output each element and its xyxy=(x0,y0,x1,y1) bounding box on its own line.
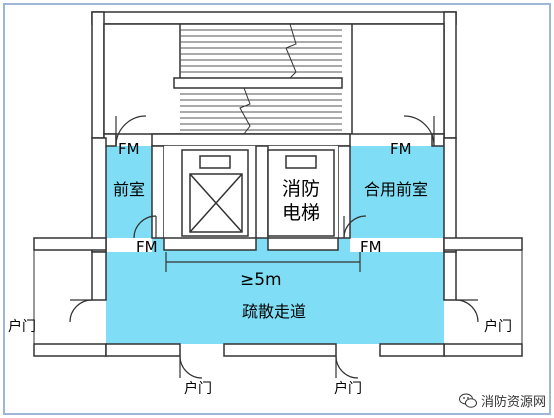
right-apartment-wall-bottom xyxy=(443,343,523,357)
wechat-icon xyxy=(458,393,477,408)
corridor-fill xyxy=(106,252,444,344)
door-swings xyxy=(69,115,479,379)
left-elevator-wall xyxy=(151,145,165,239)
left-shaft-wall xyxy=(91,11,105,139)
walls xyxy=(91,11,457,147)
top-wall xyxy=(91,11,457,25)
shared-front-room-label: 合用前室 xyxy=(364,180,429,199)
fm-label-top-right: FM xyxy=(390,140,412,158)
stair-landing xyxy=(173,77,343,89)
distance-dimension xyxy=(165,252,361,272)
fm-label-top-left: FM xyxy=(118,140,140,158)
outer-frame xyxy=(3,3,551,415)
elevator-right-threshold xyxy=(267,237,339,251)
left-apartment-wall-top xyxy=(33,237,107,251)
watermark-text: 消防资源网 xyxy=(480,395,546,410)
mid-elevator-wall xyxy=(255,145,269,239)
fire-elevator-label-line1: 消防 xyxy=(282,178,321,200)
elevator-2-counterweight xyxy=(285,155,317,169)
front-room-fill xyxy=(106,146,152,238)
door-label-bottom-right: 户门 xyxy=(334,381,362,397)
door-label-bottom-left: 户门 xyxy=(184,381,212,397)
left-room-wall xyxy=(91,137,107,253)
fm-label-bottom-right: FM xyxy=(360,238,382,256)
elevator-1-counterweight xyxy=(199,155,231,169)
right-room-wall xyxy=(443,137,457,253)
door-label-right: 户门 xyxy=(484,319,512,335)
right-shaft-wall xyxy=(443,11,457,139)
elevators xyxy=(181,149,335,237)
shared-front-room-fill xyxy=(350,146,444,238)
stair-bottom-wall xyxy=(151,133,351,147)
left-apartment-wall-bottom xyxy=(33,343,107,357)
corridor-label: 疏散走道 xyxy=(242,302,307,321)
break-line-bottom xyxy=(239,87,251,135)
fm-label-bottom-left: FM xyxy=(136,238,158,256)
apartment-edges xyxy=(33,250,523,344)
break-line-top xyxy=(285,23,297,79)
fire-elevator-label-line2: 电梯 xyxy=(282,202,321,224)
stair-treads xyxy=(180,29,342,131)
door-label-left: 户门 xyxy=(8,319,36,335)
distance-label: ≥5m xyxy=(240,270,282,290)
elevator-2 xyxy=(267,149,335,237)
front-room-label: 前室 xyxy=(113,180,146,199)
elevator-left-threshold xyxy=(163,237,257,251)
watermark: 消防资源网 xyxy=(458,391,546,410)
right-apartment-wall-top xyxy=(443,237,523,251)
